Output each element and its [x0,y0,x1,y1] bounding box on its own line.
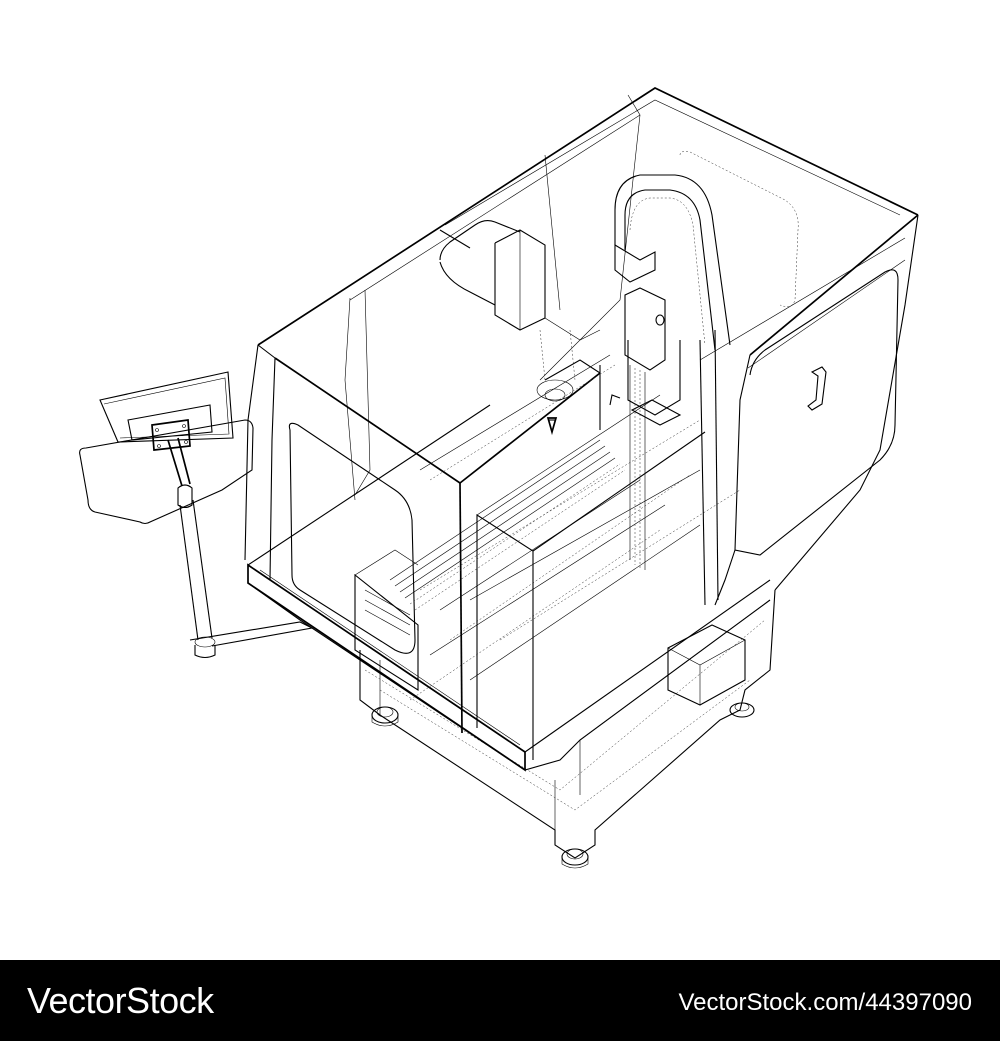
side-window-right [734,269,899,556]
side-window [288,422,416,654]
cable-arch [614,174,731,351]
door-handle [807,366,827,411]
linear-guides [389,354,626,611]
base-stand [359,589,776,869]
watermark-footer: VectorStock VectorStock.com/44397090 [0,960,1000,1041]
image-id-text: VectorStock.com/44397090 [678,989,972,1016]
leveling-feet [371,702,755,869]
control-panel-monitor [79,371,314,659]
spindle-head [494,229,601,436]
cnc-machine-wireframe [79,87,919,869]
monitor-arm [167,437,314,659]
cnc-enclosure [244,87,919,734]
worktable [247,394,771,772]
z-axis-column [609,287,682,570]
illustration-canvas [79,87,919,869]
brand-logo-text: VectorStock [27,980,214,1021]
